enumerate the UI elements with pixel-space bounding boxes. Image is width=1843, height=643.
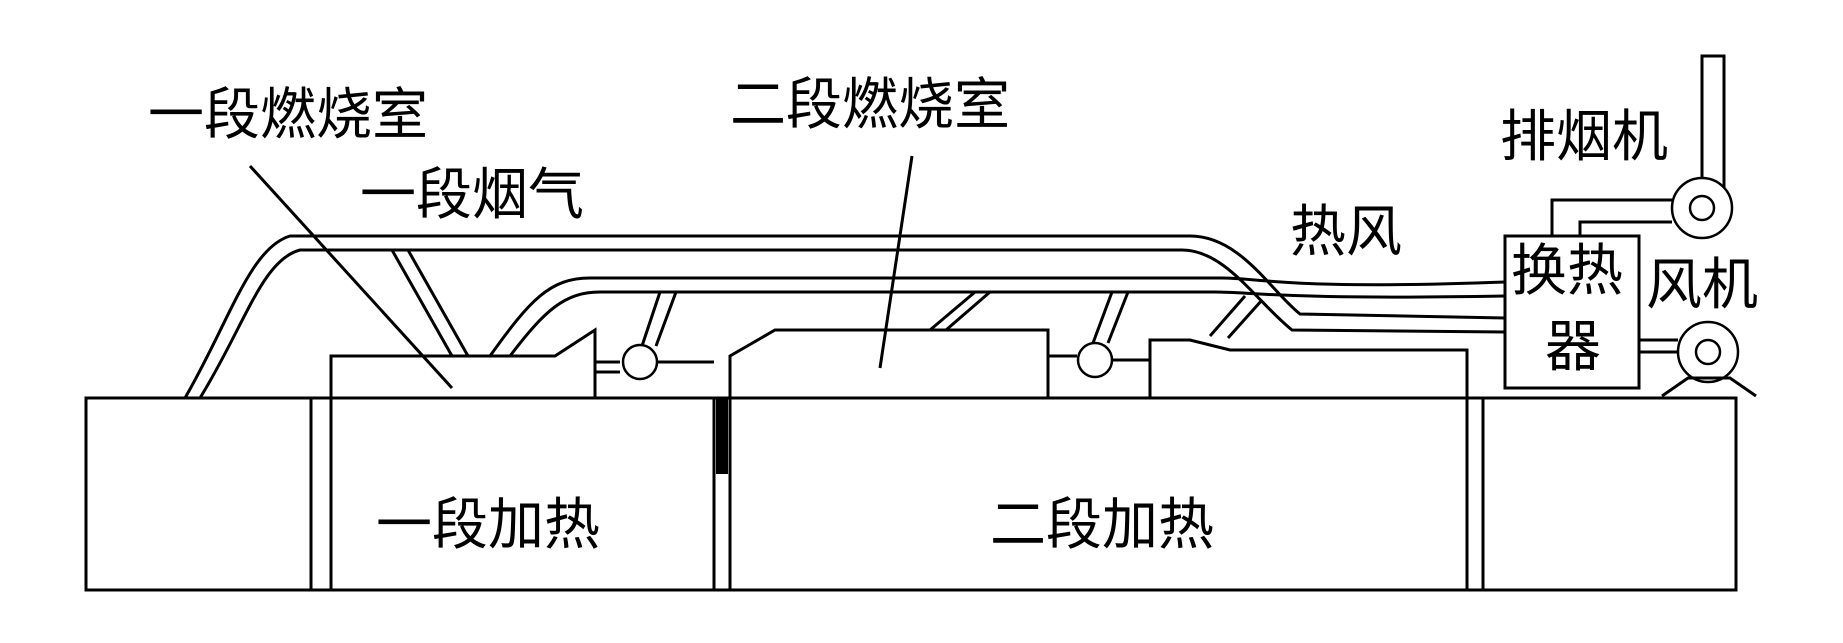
furnace-body: [84, 396, 1738, 592]
leader-stage2-chamber: [878, 155, 914, 369]
flue-branch-b: [406, 249, 470, 357]
hot-air-branch-1b: [654, 291, 678, 347]
exhaust-fan-outlet: [1550, 198, 1672, 236]
hot-air-branch-2a: [929, 290, 976, 332]
hot-air-branch-2b: [945, 290, 991, 332]
stage1-flue-duct-outer: [183, 234, 1506, 399]
blower-hub: [1694, 338, 1722, 366]
hot-air-branch-3b: [1106, 291, 1130, 344]
right-chamber: [1148, 338, 1469, 398]
exhaust-fan-hub: [1688, 194, 1716, 222]
hot-air-duct-outer: [488, 276, 1506, 357]
label-stage1-combustion-chamber: 一段燃烧室: [148, 83, 428, 148]
hot-air-duct-inner: [508, 290, 1506, 357]
label-heat-exchanger-bottom: 器: [1545, 315, 1601, 380]
label-heat-exchanger-top: 换热: [1511, 239, 1623, 304]
label-stage1-flue-gas: 一段烟气: [360, 163, 584, 228]
burner-1: [621, 343, 659, 381]
partition-wall-black: [716, 398, 728, 474]
hot-air-branch-4a: [1208, 295, 1247, 337]
hot-air-branch-1a: [640, 291, 662, 347]
heat-exchanger-box: [1503, 234, 1641, 390]
label-stage2-heating: 二段加热: [990, 493, 1214, 558]
leader-stage1-chamber: [248, 164, 454, 390]
label-exhaust-fan: 排烟机: [1500, 105, 1668, 170]
blower-base: [1661, 376, 1757, 398]
burner-2: [1076, 341, 1114, 379]
stage1-flue-duct-inner: [198, 248, 1506, 399]
hot-air-branch-4b: [1226, 298, 1264, 340]
stage1-combustion-chamber: [329, 327, 597, 398]
label-stage1-heating: 一段加热: [376, 493, 600, 558]
flue-branch-a: [390, 249, 454, 357]
label-blower: 风机: [1646, 253, 1758, 318]
label-hot-air: 热风: [1290, 200, 1402, 265]
hot-air-branch-3a: [1091, 291, 1114, 344]
label-stage2-combustion-chamber: 二段燃烧室: [730, 73, 1010, 138]
stage2-combustion-chamber: [728, 328, 1050, 398]
